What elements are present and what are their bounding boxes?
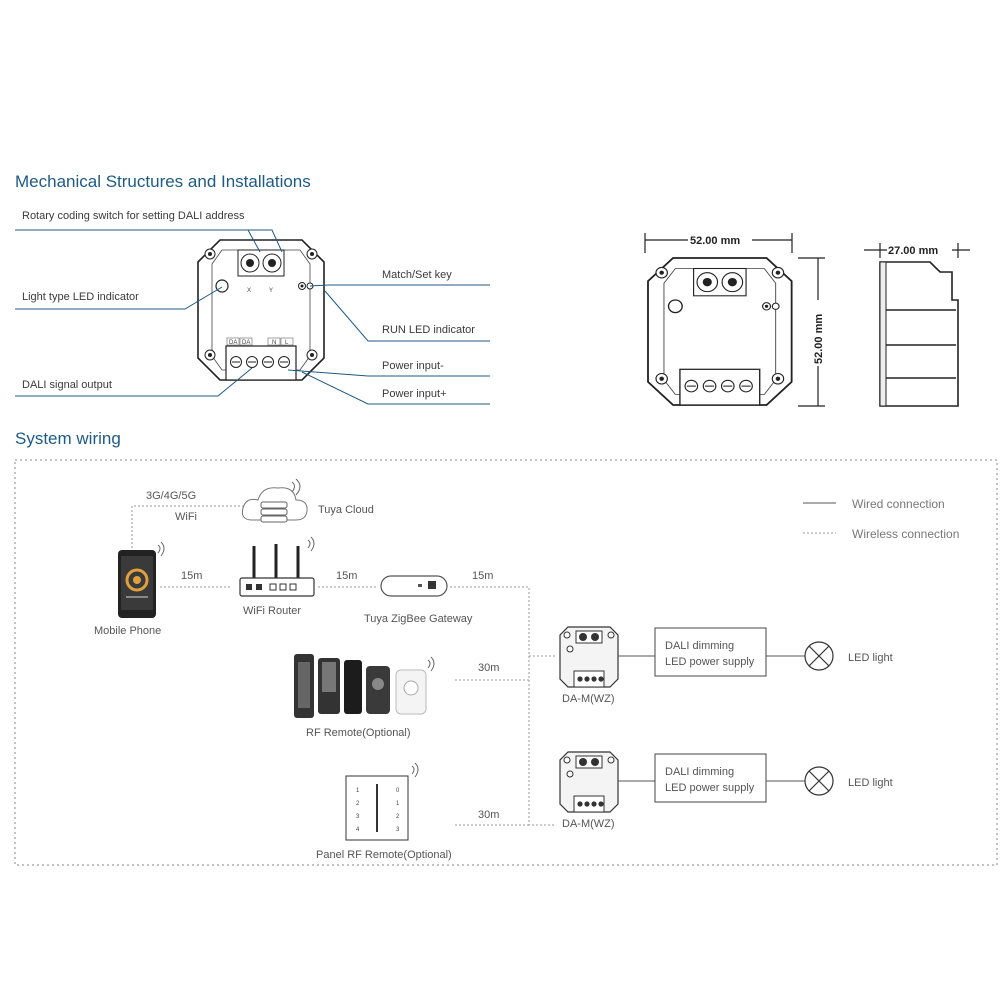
phone-label: Mobile Phone bbox=[94, 625, 161, 637]
power-supply-2-line1: DALI dimming bbox=[665, 766, 734, 778]
label-rotary-switch: Rotary coding switch for setting DALI ad… bbox=[22, 210, 245, 222]
power-supply-2-box bbox=[654, 753, 767, 803]
dial-y-label: Y bbox=[269, 288, 273, 294]
leader-match-key bbox=[309, 284, 490, 287]
controller-2-icon bbox=[559, 751, 619, 813]
dim-width-text: 52.00 mm bbox=[690, 235, 740, 247]
panel-num-left-1: 1 bbox=[356, 788, 360, 794]
mechanical-title: Mechanical Structures and Installations bbox=[15, 172, 311, 191]
dial-x-label: X bbox=[247, 288, 251, 294]
wifi-router-icon bbox=[239, 536, 315, 597]
power-supply-1-line1: DALI dimming bbox=[665, 640, 734, 652]
leader-run-led bbox=[324, 290, 490, 342]
panel-rf-remote-icon bbox=[345, 762, 419, 841]
mobile-phone-icon bbox=[118, 541, 165, 618]
power-supply-2-line2: LED power supply bbox=[665, 782, 755, 794]
leader-light-type bbox=[15, 286, 223, 310]
panel-num-right-4: 3 bbox=[396, 827, 400, 833]
lamp-1-icon bbox=[804, 641, 834, 671]
power-supply-1-line2: LED power supply bbox=[665, 656, 755, 668]
link-phone-cloud bbox=[131, 505, 245, 548]
power-supply-1-box bbox=[654, 627, 767, 677]
link-gateway-bus bbox=[450, 586, 556, 826]
distance-gateway-controllers: 15m bbox=[472, 570, 493, 582]
panel-num-right-3: 2 bbox=[396, 814, 400, 820]
dim-depth-text: 27.00 mm bbox=[888, 245, 938, 257]
leader-rotary-2 bbox=[248, 229, 283, 253]
network-label: 3G/4G/5G bbox=[146, 490, 196, 502]
label-light-type-led: Light type LED indicator bbox=[22, 291, 139, 303]
label-match-key: Match/Set key bbox=[382, 269, 452, 281]
label-run-led: RUN LED indicator bbox=[382, 324, 475, 336]
controller-1-label: DA-M(WZ) bbox=[562, 693, 615, 705]
terminal-da2: DA bbox=[242, 340, 250, 346]
terminal-da1: DA bbox=[229, 340, 237, 346]
dim-height-text: 52.00 mm bbox=[813, 314, 825, 364]
controller-1-icon bbox=[559, 626, 619, 688]
leader-power-minus bbox=[287, 369, 490, 377]
panel-num-left-4: 4 bbox=[356, 827, 360, 833]
panel-num-left-2: 2 bbox=[356, 801, 360, 807]
gateway-label: Tuya ZigBee Gateway bbox=[364, 613, 473, 625]
distance-phone-router: 15m bbox=[181, 570, 202, 582]
distance-router-gateway: 15m bbox=[336, 570, 357, 582]
router-label: WiFi Router bbox=[243, 605, 301, 617]
terminal-l: L bbox=[285, 340, 289, 346]
terminal-labels: DA DA N L bbox=[226, 337, 294, 346]
terminal-n: N bbox=[272, 340, 276, 346]
lamp-1-label: LED light bbox=[848, 652, 893, 664]
lamp-2-label: LED light bbox=[848, 777, 893, 789]
cloud-icon bbox=[241, 478, 308, 523]
dimension-front-view bbox=[647, 257, 793, 406]
rf-remote-icons bbox=[294, 654, 435, 718]
legend-wireless-text: Wireless connection bbox=[852, 527, 959, 541]
panel-remote-label: Panel RF Remote(Optional) bbox=[316, 849, 452, 861]
panel-num-right-2: 1 bbox=[396, 801, 400, 807]
legend-wired-text: Wired connection bbox=[852, 497, 945, 511]
label-dali-output: DALI signal output bbox=[22, 379, 112, 391]
module-top-view: X Y DA DA N L bbox=[197, 239, 325, 381]
zigbee-gateway-icon bbox=[380, 575, 448, 597]
wifi-label: WiFi bbox=[175, 511, 197, 523]
wiring-frame bbox=[14, 459, 998, 866]
rf-remote-label: RF Remote(Optional) bbox=[306, 727, 411, 739]
leader-power-plus bbox=[301, 371, 490, 405]
leader-dali-output bbox=[15, 367, 253, 397]
distance-rf-remote: 30m bbox=[478, 662, 499, 674]
panel-num-right-1: 0 bbox=[396, 788, 400, 794]
distance-panel-remote: 30m bbox=[478, 809, 499, 821]
controller-2-label: DA-M(WZ) bbox=[562, 818, 615, 830]
label-power-minus: Power input- bbox=[382, 360, 444, 372]
lamp-2-icon bbox=[804, 766, 834, 796]
label-power-plus: Power input+ bbox=[382, 388, 447, 400]
panel-num-left-3: 3 bbox=[356, 814, 360, 820]
dimension-side-view bbox=[879, 261, 959, 407]
cloud-label: Tuya Cloud bbox=[318, 504, 374, 516]
wiring-title: System wiring bbox=[15, 429, 121, 448]
